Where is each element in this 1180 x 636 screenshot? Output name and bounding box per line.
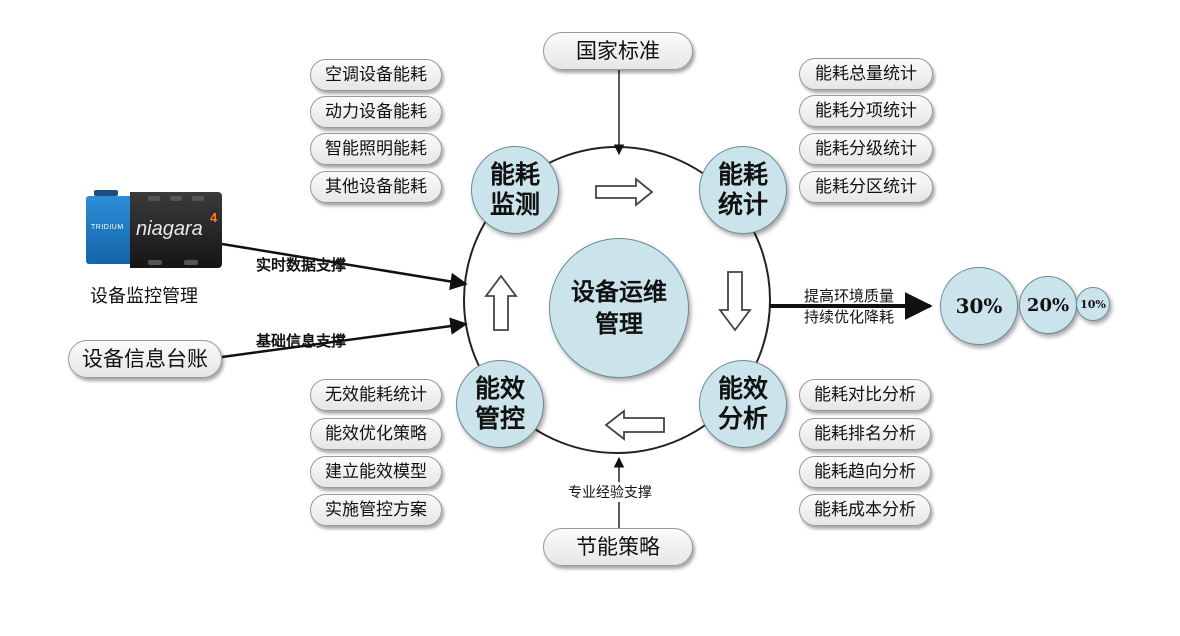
stats-item: 能耗分项统计: [799, 95, 933, 127]
center-label: 设备运维管理: [571, 278, 667, 338]
stats-item: 能耗总量统计: [799, 58, 933, 90]
expert-label: 专业经验支撑: [565, 482, 655, 502]
control-item: 建立能效模型: [310, 456, 442, 488]
device-port: [148, 260, 162, 265]
node-stats-label: 能耗统计: [717, 160, 768, 219]
control-item: 无效能耗统计: [310, 379, 442, 411]
monitor-item: 其他设备能耗: [310, 171, 442, 203]
node-stats: 能耗统计: [699, 146, 787, 234]
device-port: [94, 190, 118, 196]
device-port: [184, 260, 198, 265]
device-dark-panel: [130, 192, 222, 268]
pct-circle-10: 10%: [1076, 287, 1110, 321]
monitor-item: 空调设备能耗: [310, 59, 442, 91]
flow-arrow-up: [484, 274, 518, 331]
device-port: [148, 196, 160, 201]
flow-arrow-down: [718, 271, 752, 332]
analysis-item: 能耗对比分析: [799, 379, 931, 411]
device-brand: TRIDIUM: [91, 224, 124, 231]
stats-item: 能耗分区统计: [799, 171, 933, 203]
device-name: niagara: [136, 218, 203, 240]
stats-item: 能耗分级统计: [799, 133, 933, 165]
device-version: 4: [210, 210, 218, 225]
pct-circle-30: 30%: [940, 267, 1018, 345]
ledger-box: 设备信息台账: [68, 340, 222, 378]
device-port: [170, 196, 182, 201]
outcome-line-2: 持续优化降耗: [804, 308, 895, 326]
flow-arrow-right: [595, 177, 654, 207]
pct-20-label: 20%: [1026, 294, 1070, 316]
realtime-arrow: [221, 242, 468, 291]
node-analysis: 能效分析: [699, 360, 787, 448]
analysis-item: 能耗趋向分析: [799, 456, 931, 488]
niagara-device-image: TRIDIUM niagara 4: [86, 190, 222, 270]
pct-30-label: 30%: [955, 294, 1003, 318]
node-monitor-label: 能耗监测: [489, 160, 540, 219]
node-monitor: 能耗监测: [471, 146, 559, 234]
control-item: 实施管控方案: [310, 494, 442, 526]
pct-circle-20: 20%: [1019, 276, 1077, 334]
device-blue-panel: [86, 196, 130, 264]
device-caption: 设备监控管理: [90, 286, 198, 307]
node-control: 能效管控: [456, 360, 544, 448]
monitor-item: 动力设备能耗: [310, 96, 442, 128]
basic-arrow: [221, 317, 468, 359]
node-analysis-label: 能效分析: [717, 374, 768, 433]
node-control-label: 能效管控: [474, 374, 525, 433]
analysis-item: 能耗成本分析: [799, 494, 931, 526]
node-center: 设备运维管理: [549, 238, 689, 378]
analysis-item: 能耗排名分析: [799, 418, 931, 450]
control-item: 能效优化策略: [310, 418, 442, 450]
strategy-box: 节能策略: [543, 528, 693, 566]
realtime-label: 实时数据支撑: [256, 256, 347, 274]
standard-box: 国家标准: [543, 32, 693, 70]
flow-arrow-left: [604, 409, 665, 441]
device-port: [192, 196, 204, 201]
pct-10-label: 10%: [1080, 297, 1106, 311]
outcome-line-1: 提高环境质量: [804, 287, 895, 305]
monitor-item: 智能照明能耗: [310, 133, 442, 165]
basic-label: 基础信息支撑: [256, 332, 347, 350]
